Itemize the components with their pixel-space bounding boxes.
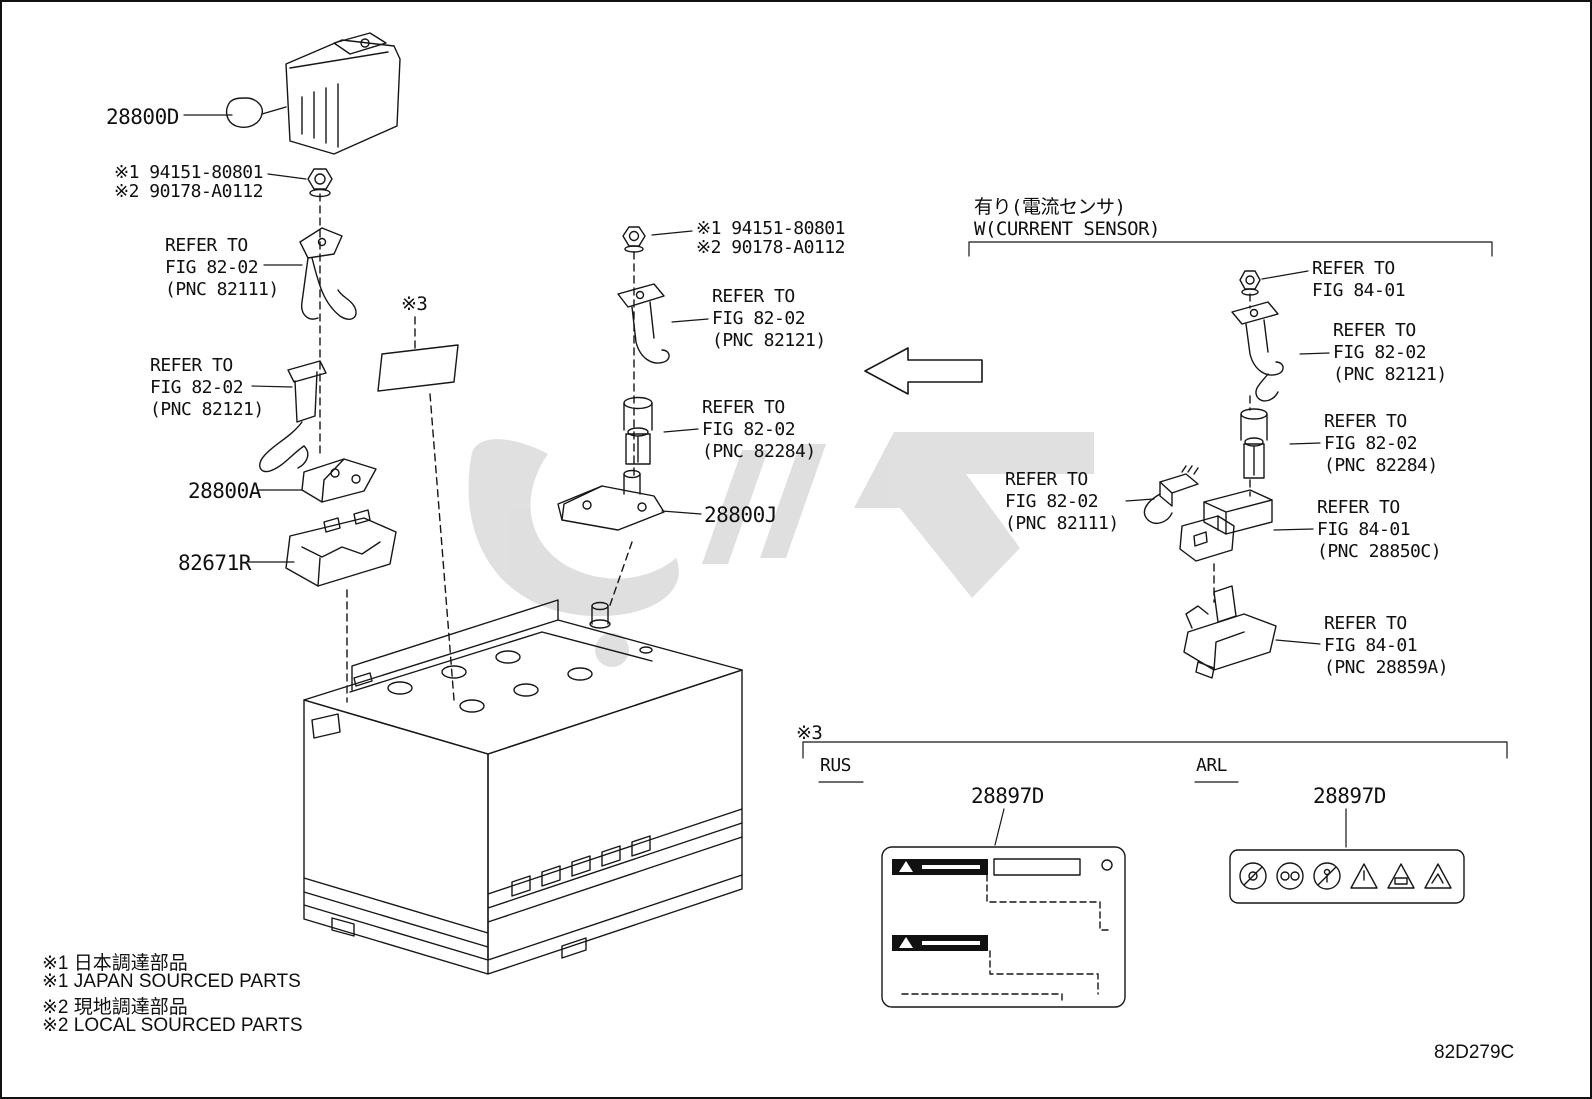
- footnote-jp-2: ※2 現地調達部品: [42, 997, 188, 1018]
- part-label-82671r: 82671R: [178, 551, 251, 575]
- refer-line: (PNC 82121): [712, 330, 826, 351]
- refer-line: REFER TO: [1312, 258, 1395, 279]
- warning-label-arl: [1229, 849, 1465, 904]
- sensor-bracket-drawing: [1183, 585, 1277, 679]
- symbol-3-bottom: ※3: [796, 722, 823, 744]
- connector-wire-drawing: [1143, 465, 1199, 524]
- refer-line: (PNC 82284): [1324, 455, 1438, 476]
- refer-line: REFER TO: [1324, 613, 1407, 634]
- plate-drawing: [557, 469, 665, 531]
- refer-note-l2: REFER TO FIG 82-02 (PNC 82121): [150, 355, 264, 421]
- refer-line: FIG 84-01: [1312, 280, 1406, 301]
- sensor-header-jp: 有り(電流センサ): [974, 196, 1126, 218]
- refer-line: (PNC 82111): [165, 279, 279, 300]
- fastener-note-left-2: ※2 90178-A0112: [114, 181, 263, 202]
- refer-line: (PNC 28850C): [1317, 541, 1442, 562]
- refer-line: FIG 82-02: [1333, 342, 1427, 363]
- refer-line: (PNC 82121): [150, 399, 264, 420]
- refer-line: REFER TO: [1324, 411, 1407, 432]
- part-label-28800j: 28800J: [704, 503, 777, 527]
- refer-line: FIG 84-01: [1324, 635, 1418, 656]
- refer-line: FIG 82-02: [702, 419, 796, 440]
- fastener-note-left-1: ※1 94151-80801: [114, 162, 263, 183]
- refer-line: REFER TO: [150, 355, 233, 376]
- refer-note-m2: REFER TO FIG 82-02 (PNC 82284): [702, 397, 816, 463]
- fastener-note-mid-1: ※1 94151-80801: [696, 218, 845, 239]
- refer-note-r3: REFER TO FIG 82-02 (PNC 82284): [1324, 411, 1438, 477]
- nut-icon: [307, 168, 333, 198]
- clamp-sub-drawing: [301, 458, 377, 503]
- part-label-28800d: 28800D: [106, 105, 179, 129]
- symbol-3-left: ※3: [401, 293, 428, 315]
- refer-line: FIG 82-02: [1324, 433, 1418, 454]
- bracket-drawing: [1231, 301, 1284, 402]
- terminal-wire-drawing: [259, 360, 327, 473]
- part-label-28897d-arl: 28897D: [1313, 784, 1386, 808]
- figure-code: 82D279C: [1434, 1042, 1515, 1063]
- section-bracket: [802, 241, 1508, 783]
- refer-line: (PNC 82111): [1005, 513, 1119, 534]
- bracket-drawing: [617, 283, 670, 364]
- refer-note-r5: REFER TO FIG 84-01 (PNC 28850C): [1317, 497, 1442, 563]
- refer-line: REFER TO: [1005, 469, 1088, 490]
- post-drawing: [623, 396, 653, 465]
- battery-drawing: [303, 599, 743, 975]
- refer-line: FIG 84-01: [1317, 519, 1411, 540]
- refer-line: (PNC 82284): [702, 441, 816, 462]
- refer-note-r1: REFER TO FIG 84-01: [1312, 258, 1406, 302]
- refer-line: REFER TO: [1333, 320, 1416, 341]
- footnote-en-2: ※2 LOCAL SOURCED PARTS: [42, 1015, 303, 1036]
- nut-icon: [1239, 270, 1261, 296]
- current-sensor-drawing: [1179, 489, 1273, 562]
- footnote-en-1: ※1 JAPAN SOURCED PARTS: [42, 971, 301, 992]
- refer-line: FIG 82-02: [712, 308, 806, 329]
- refer-note-r6: REFER TO FIG 84-01 (PNC 28859A): [1324, 613, 1449, 679]
- region-label-arl: ARL: [1196, 755, 1228, 776]
- leader-line: [183, 114, 1347, 848]
- clamp-drawing: [299, 227, 357, 320]
- part-label-28800a: 28800A: [188, 479, 261, 503]
- warning-label-rus: [881, 846, 1126, 1008]
- region-label-rus: RUS: [820, 755, 852, 776]
- refer-line: FIG 82-02: [150, 377, 244, 398]
- sensor-header-en: W(CURRENT SENSOR): [974, 218, 1160, 240]
- part-label-28897d-rus: 28897D: [971, 784, 1044, 808]
- sticker-drawing: [377, 344, 459, 392]
- tray-drawing: [285, 509, 397, 587]
- refer-note-r4: REFER TO FIG 82-02 (PNC 82111): [1005, 469, 1119, 535]
- refer-line: FIG 82-02: [1005, 491, 1099, 512]
- refer-line: (PNC 82121): [1333, 364, 1447, 385]
- watermark: [468, 432, 1094, 667]
- refer-line: REFER TO: [702, 397, 785, 418]
- post-drawing: [1240, 408, 1268, 479]
- terminal-cover-drawing: [225, 32, 401, 155]
- footnote-jp-1: ※1 日本調達部品: [42, 953, 188, 974]
- refer-line: REFER TO: [1317, 497, 1400, 518]
- refer-note-r2: REFER TO FIG 82-02 (PNC 82121): [1333, 320, 1447, 386]
- nut-icon: [622, 226, 646, 253]
- refer-note-m1: REFER TO FIG 82-02 (PNC 82121): [712, 286, 826, 352]
- block-arrow-icon: [864, 347, 983, 395]
- refer-line: (PNC 28859A): [1324, 657, 1449, 678]
- fastener-note-mid-2: ※2 90178-A0112: [696, 237, 845, 258]
- refer-line: FIG 82-02: [165, 257, 259, 278]
- refer-line: REFER TO: [165, 235, 248, 256]
- refer-note-l1: REFER TO FIG 82-02 (PNC 82111): [165, 235, 279, 301]
- refer-line: REFER TO: [712, 286, 795, 307]
